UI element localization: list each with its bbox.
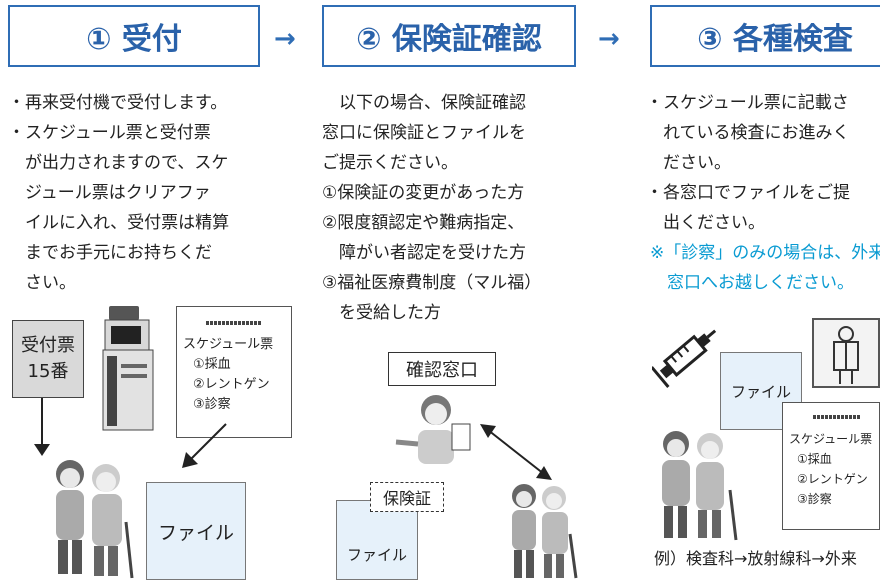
note-line: ※「診察」のみの場合は、外来	[650, 243, 880, 263]
step-2-label: ② 保険証確認	[356, 22, 542, 57]
arrow-down-icon	[34, 398, 50, 456]
text-line: 障がい者認定を受けた方	[322, 243, 526, 263]
text-line: ②限度額認定や難病指定、	[322, 213, 525, 233]
window-label: 確認窓口	[406, 360, 478, 381]
file-label: ファイル	[730, 382, 791, 401]
exchange-arrows-icon	[480, 424, 552, 480]
insurance-label: 保険証	[382, 489, 431, 508]
syringe-icon	[652, 329, 717, 388]
text-line: ジュール票はクリアファ	[8, 183, 211, 203]
text-line: れている検査にお進みく	[646, 123, 850, 143]
text-line: ご提示ください。	[322, 153, 458, 173]
text-line: ③福祉医療費制度（マル福）	[322, 273, 542, 293]
elderly-couple-icon	[662, 431, 738, 541]
schedule-sheet: スケジュール票 ①採血 ②レントゲン ③診察	[176, 306, 292, 438]
xray-frame-icon	[812, 318, 880, 388]
schedule-item: ③診察	[193, 397, 231, 412]
kiosk-machine-icon	[102, 306, 154, 431]
schedule-item: ①採血	[797, 452, 832, 466]
schedule-title: スケジュール票	[183, 337, 274, 352]
text-line: ・再来受付機で受付します。	[8, 93, 228, 113]
file-label: ファイル	[346, 545, 407, 564]
text-line: 窓口に保険証とファイルを	[322, 123, 526, 143]
ticket-title: 受付票	[21, 335, 75, 356]
file-label: ファイル	[157, 521, 234, 544]
example-route: 例）検査科→放射線科→外来	[654, 549, 857, 568]
file-folder: ファイル	[146, 482, 246, 580]
sheet-barcode-icon	[206, 321, 262, 325]
step-1-reception: ① 受付	[8, 5, 260, 67]
text-line: が出力されますので、スケ	[8, 153, 229, 173]
xray-body-icon	[833, 326, 859, 384]
step-1-label: ① 受付	[86, 22, 182, 57]
confirmation-window-sign: 確認窓口	[388, 352, 496, 386]
text-line: ①保険証の変更があった方	[322, 183, 525, 203]
schedule-item: ②レントゲン	[797, 472, 868, 486]
schedule-sheet: スケジュール票 ①採血 ②レントゲン ③診察	[782, 402, 880, 530]
arrow-right-icon: →	[598, 24, 620, 54]
text-line: 以下の場合、保険証確認	[322, 93, 526, 113]
text-line: までお手元にお持ちくだ	[8, 243, 212, 263]
arrow-down-left-icon	[182, 423, 227, 468]
schedule-item: ③診察	[797, 492, 832, 506]
text-line: 出ください。	[646, 213, 765, 233]
elderly-couple-icon	[512, 484, 578, 579]
schedule-item: ②レントゲン	[193, 377, 270, 392]
elderly-couple-icon	[56, 460, 134, 579]
insurance-card: 保険証	[370, 482, 444, 512]
step-3-examinations: ③ 各種検査	[650, 5, 880, 67]
note-line: 窓口へお越しください。	[650, 273, 854, 293]
ticket-number: 15番	[27, 361, 69, 382]
step-3-label: ③ 各種検査	[697, 22, 853, 57]
receptionist-icon	[395, 395, 471, 464]
text-line: イルに入れ、受付票は精算	[8, 213, 230, 233]
text-line: ・各窓口でファイルをご提	[646, 183, 850, 203]
file-folder: ファイル	[720, 352, 802, 430]
step-2-insurance-check: ② 保険証確認	[322, 5, 576, 67]
sheet-barcode-icon	[813, 415, 861, 419]
text-line: を受給した方	[322, 303, 441, 323]
text-line: ・スケジュール票と受付票	[8, 123, 211, 143]
schedule-title: スケジュール票	[789, 432, 873, 446]
text-line: ・スケジュール票に記載さ	[646, 93, 849, 113]
schedule-item: ①採血	[193, 357, 231, 372]
arrow-right-icon: →	[274, 24, 296, 54]
file-folder: ファイル	[336, 500, 418, 580]
text-line: さい。	[8, 273, 76, 293]
reception-ticket: 受付票 15番	[12, 320, 84, 398]
text-line: ださい。	[646, 153, 731, 173]
